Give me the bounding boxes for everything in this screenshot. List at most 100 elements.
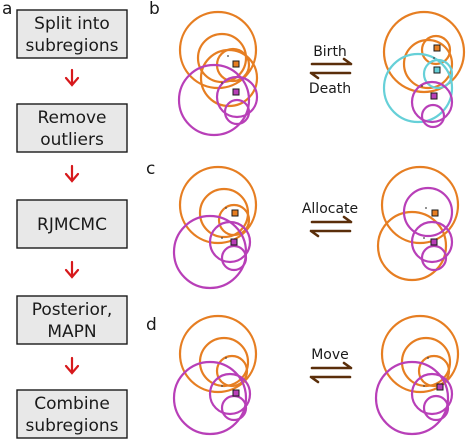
cluster-b-center-marker: [232, 389, 240, 397]
cluster-diagram-b-right: [382, 10, 466, 129]
cluster-b-ring: [172, 360, 248, 436]
step-line: MAPN: [47, 322, 96, 342]
data-point-dot: [421, 85, 423, 87]
cluster-b-ring: [215, 75, 259, 119]
cluster-b-center-marker: [230, 238, 238, 246]
cluster-diagram-d-left: [172, 314, 258, 436]
forward-arrow-icon: [310, 57, 353, 66]
data-point-dot: [225, 357, 227, 359]
step-line: Combine: [34, 394, 110, 414]
cluster-a-ring: [215, 354, 249, 388]
cluster-a-ring: [380, 314, 460, 394]
reverse-arrow-icon: [309, 229, 352, 238]
cluster-b-ring: [410, 80, 454, 124]
cluster-a-ring: [199, 48, 259, 108]
cluster-b-ring: [220, 244, 248, 272]
step-line: Split into: [34, 14, 110, 34]
cluster-b-ring: [177, 63, 251, 137]
cluster-b-ring: [410, 220, 454, 264]
flow-arrows: [64, 68, 80, 375]
exchange-arrow-move: [309, 361, 353, 384]
cluster-b-ring: [220, 394, 248, 422]
cluster-b-ring: [402, 186, 454, 238]
cluster-diagram-b-left: [177, 10, 259, 137]
flow-arrow: [64, 68, 80, 87]
cluster-b-ring: [172, 214, 248, 290]
data-point-dot: [423, 385, 425, 387]
data-point-dot: [221, 385, 223, 387]
cluster-a-ring: [382, 10, 466, 94]
cluster-a-ring: [178, 314, 258, 394]
cluster-new-ring: [422, 58, 454, 90]
step-box: [16, 389, 128, 439]
op-label-allocate: Allocate: [302, 201, 358, 217]
data-point-dot: [227, 55, 229, 57]
step-line: Remove: [38, 108, 107, 128]
step-box: [16, 199, 128, 249]
cluster-a-ring: [400, 336, 452, 388]
cluster-b-center-marker: [232, 88, 240, 96]
cluster-diagram-c-left: [172, 165, 258, 290]
cluster-a-center-marker: [433, 44, 441, 52]
step-remove-outliers: Remove outliers: [16, 103, 128, 153]
exchange-arrow-birth-death: [309, 57, 353, 80]
step-rjmcmc: RJMCMC: [16, 199, 128, 249]
cluster-diagram-d-right: [374, 314, 460, 436]
step-combine: Combine subregions: [16, 389, 128, 439]
step-box: [16, 9, 128, 59]
step-box: [16, 295, 128, 345]
step-split: Split into subregions: [16, 9, 128, 59]
data-point-dots: [221, 55, 435, 387]
forward-arrow-icon: [310, 215, 353, 224]
cluster-b-ring: [223, 98, 251, 126]
panel-letter-c: c: [146, 159, 155, 179]
cluster-new-center-marker: [433, 66, 441, 74]
cluster-a-ring: [178, 165, 258, 245]
cluster-a-ring: [376, 210, 448, 282]
data-point-dot: [221, 82, 223, 84]
cluster-diagram-c-right: [376, 165, 460, 282]
step-line: RJMCMC: [37, 215, 107, 235]
cluster-b-center-marker: [436, 383, 444, 391]
reverse-arrow-icon: [309, 375, 352, 384]
cluster-a-ring: [380, 165, 460, 245]
exchange-arrow-allocate: [309, 215, 353, 238]
step-line: Posterior,: [32, 300, 113, 320]
cluster-b-center-marker: [430, 92, 438, 100]
flow-arrow: [64, 356, 80, 375]
flow-arrow: [64, 164, 80, 183]
panel-letter-d: d: [146, 315, 157, 335]
data-point-dot: [225, 207, 227, 209]
cluster-b-center-marker: [430, 238, 438, 246]
op-label-move: Move: [311, 347, 349, 363]
data-point-dot: [423, 237, 425, 239]
cluster-b-ring: [208, 372, 252, 416]
reverse-arrow-icon: [309, 71, 352, 80]
cluster-a-ring: [420, 34, 452, 66]
cluster-b-ring: [420, 103, 446, 129]
step-line: outliers: [40, 130, 104, 150]
cluster-b-ring: [410, 372, 454, 416]
cluster-b-ring: [422, 394, 450, 422]
cluster-b-ring: [374, 360, 450, 436]
cluster-a-ring: [402, 38, 454, 90]
flow-arrow: [64, 260, 80, 279]
cluster-b-ring: [420, 244, 448, 272]
data-point-dot: [433, 57, 435, 59]
cluster-a-center-marker: [431, 209, 439, 217]
op-label-birth: Birth: [313, 44, 347, 60]
cluster-new-ring: [382, 52, 454, 124]
cluster-a-ring: [196, 32, 248, 84]
cluster-a-ring: [198, 336, 250, 388]
step-line: subregions: [25, 416, 118, 436]
data-point-dot: [427, 357, 429, 359]
panel-letter-a: a: [2, 0, 12, 19]
op-label-death: Death: [309, 81, 351, 97]
cluster-a-ring: [417, 354, 451, 388]
cluster-b-ring: [208, 220, 252, 264]
step-posterior: Posterior, MAPN: [16, 295, 128, 345]
forward-arrow-icon: [310, 361, 353, 370]
cluster-a-center-marker: [231, 209, 239, 217]
data-point-dot: [425, 207, 427, 209]
